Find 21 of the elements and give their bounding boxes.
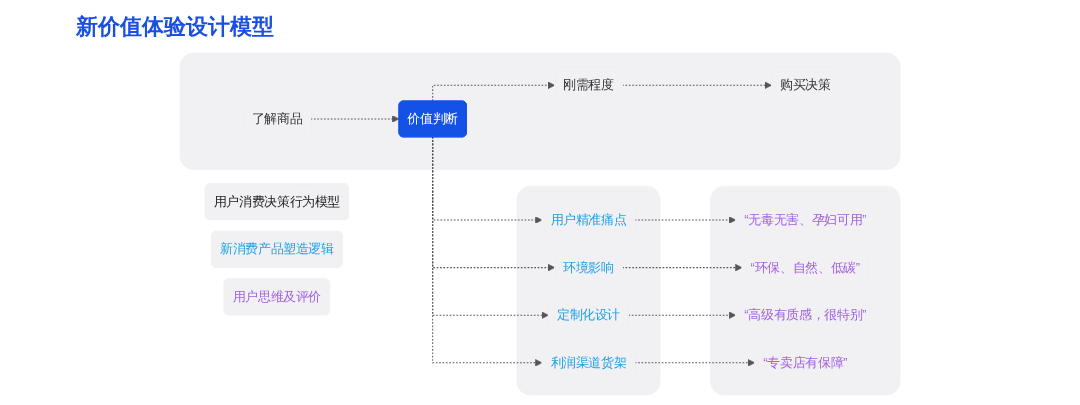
node-text: “专卖店有保障” bbox=[763, 354, 848, 370]
node-text: 环境影响 bbox=[563, 259, 614, 275]
arrow bbox=[310, 115, 400, 123]
node-text: 用户精准痛点 bbox=[550, 212, 627, 227]
cluster bbox=[710, 185, 901, 396]
node-text: 定制化设计 bbox=[556, 307, 620, 322]
node-text: 购买决策 bbox=[780, 77, 831, 92]
arrow bbox=[634, 359, 756, 367]
arrow bbox=[432, 136, 543, 367]
node-text: 了解商品 bbox=[251, 111, 303, 126]
cluster bbox=[516, 185, 661, 396]
cluster bbox=[179, 52, 901, 170]
arrow bbox=[634, 216, 737, 224]
arrow bbox=[627, 311, 737, 319]
node-text: “高级有质感，很特别” bbox=[744, 307, 867, 322]
node-text: “无毒无害、孕妇可用” bbox=[744, 212, 867, 227]
node-text: 利润渠道货架 bbox=[550, 354, 627, 370]
node-text: 刚需程度 bbox=[563, 77, 614, 92]
arrow bbox=[432, 81, 556, 102]
node-text: “环保、自然、低碳” bbox=[750, 259, 860, 275]
diagram-title: 新价值体验设计模型 bbox=[76, 13, 274, 41]
